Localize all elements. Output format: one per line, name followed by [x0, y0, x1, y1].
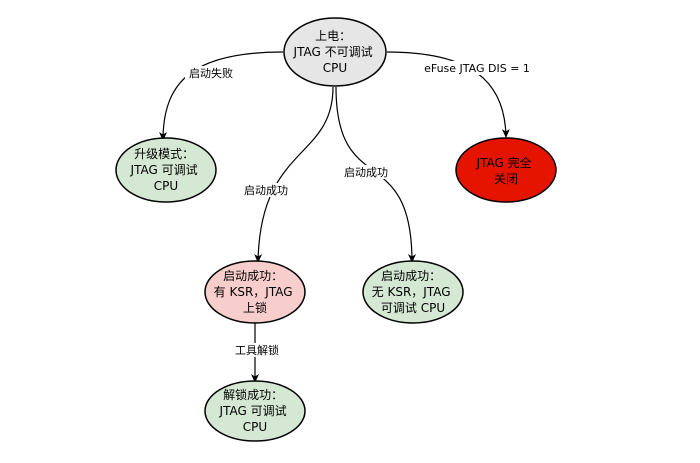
node-upgrade-mode-line-1: 升级模式： [134, 147, 194, 161]
edge-label-boot-success-left: 启动成功 [244, 184, 288, 197]
node-boot-ksr-line-2: 有 KSR，JTAG [214, 285, 293, 299]
svg-text:启动成功： 有 KSR，JTAG 上: 启动成功： 有 KSR，JTAG 上锁 [214, 269, 297, 315]
node-boot-no-ksr-line-2: 无 KSR，JTAG [372, 285, 451, 299]
node-boot-ksr-line-3: 上锁 [243, 300, 267, 315]
node-unlock-ok-line-2: JTAG 可调试 [219, 403, 287, 418]
node-boot-no-ksr-line-3: 可调试 CPU [381, 300, 445, 315]
node-power-on: 上电： JTAG 不可调试 CPU [283, 17, 387, 87]
node-unlock-ok: 解锁成功： JTAG 可调试 CPU [204, 380, 306, 442]
edge-boot-success-left [254, 86, 334, 263]
node-boot-ksr-line-1: 启动成功： [223, 269, 283, 283]
edge-label-tool-unlock: 工具解锁 [235, 343, 279, 357]
node-power-on-line-1: 上电： [315, 29, 351, 43]
svg-text:升级模式： JTAG 可调试 CPU: 升级模式： JTAG 可调试 CPU [130, 147, 202, 193]
node-boot-ksr: 启动成功： 有 KSR，JTAG 上锁 [204, 260, 306, 324]
svg-text:启动成功： 无 KSR，JTAG 可: 启动成功： 无 KSR，JTAG 可调试 CPU [372, 269, 455, 315]
node-unlock-ok-line-3: CPU [243, 420, 267, 434]
edge-label-efuse: eFuse JTAG DIS = 1 [424, 62, 530, 75]
node-boot-no-ksr: 启动成功： 无 KSR，JTAG 可调试 CPU [362, 260, 464, 324]
edge-boot-fail [159, 51, 284, 141]
node-upgrade-mode-line-2: JTAG 可调试 [130, 162, 198, 177]
node-jtag-off-line-2: 关闭 [494, 172, 518, 186]
node-unlock-ok-line-1: 解锁成功： [223, 387, 283, 402]
node-boot-no-ksr-line-1: 启动成功： [381, 269, 441, 283]
svg-text:上电： JTAG 不可调试 CPU: 上电： JTAG 不可调试 CPU [293, 29, 377, 75]
node-power-on-line-3: CPU [323, 61, 347, 75]
node-power-on-line-2: JTAG 不可调试 [293, 44, 373, 59]
node-upgrade-mode: 升级模式： JTAG 可调试 CPU [115, 137, 217, 203]
node-jtag-off: JTAG 完全 关闭 [455, 137, 557, 203]
svg-text:解锁成功： JTAG 可调试 CPU: 解锁成功： JTAG 可调试 CPU [219, 387, 291, 434]
edge-label-boot-success-right: 启动成功 [344, 166, 388, 179]
edge-label-boot-fail: 启动失败 [189, 66, 233, 80]
node-upgrade-mode-line-3: CPU [154, 179, 178, 193]
node-jtag-off-line-1: JTAG 完全 [476, 155, 532, 170]
svg-text:JTAG 完全 关闭: JTAG 完全 关闭 [476, 155, 536, 186]
